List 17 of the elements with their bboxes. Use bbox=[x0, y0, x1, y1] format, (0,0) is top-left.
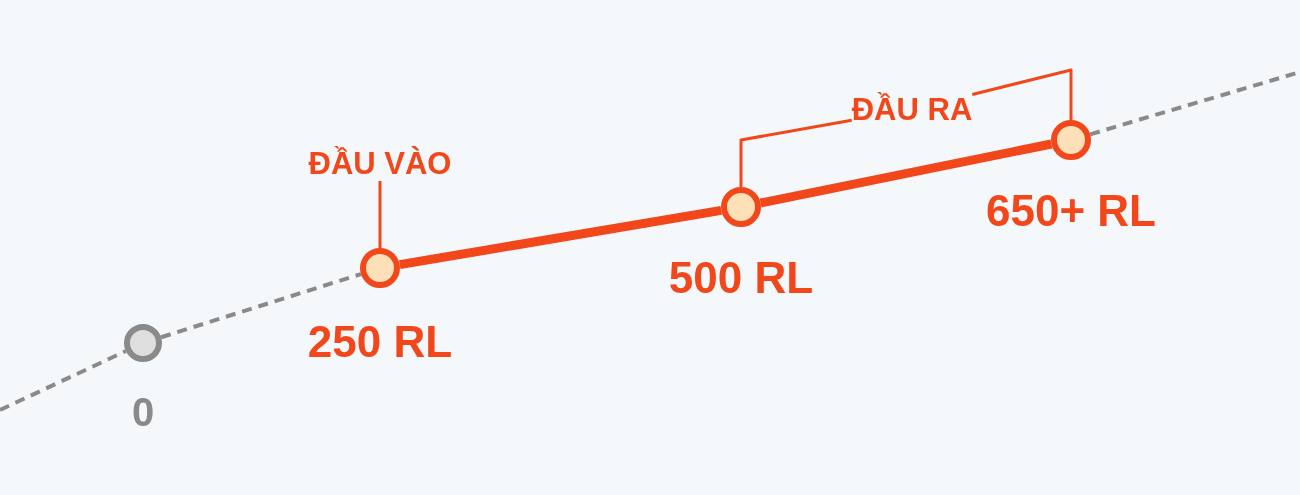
leader-line bbox=[739, 118, 852, 187]
circle-marker bbox=[124, 324, 162, 362]
circle-marker bbox=[360, 248, 400, 288]
callout-label: ĐẦU VÀO bbox=[308, 148, 452, 179]
value-label: 250 RL bbox=[307, 320, 453, 364]
value-label: 0 bbox=[131, 392, 155, 432]
callout-label: ĐẦU RA bbox=[851, 94, 973, 125]
connector-line bbox=[398, 205, 723, 270]
dashed-line bbox=[160, 272, 362, 340]
leader-line bbox=[378, 181, 382, 248]
dashed-line bbox=[0, 349, 127, 412]
value-label: 500 RL bbox=[668, 256, 814, 300]
connector-line bbox=[759, 139, 1053, 208]
value-label: 650+ RL bbox=[986, 189, 1156, 233]
leader-line bbox=[971, 68, 1073, 120]
circle-marker bbox=[721, 187, 761, 227]
circle-marker bbox=[1051, 120, 1091, 160]
